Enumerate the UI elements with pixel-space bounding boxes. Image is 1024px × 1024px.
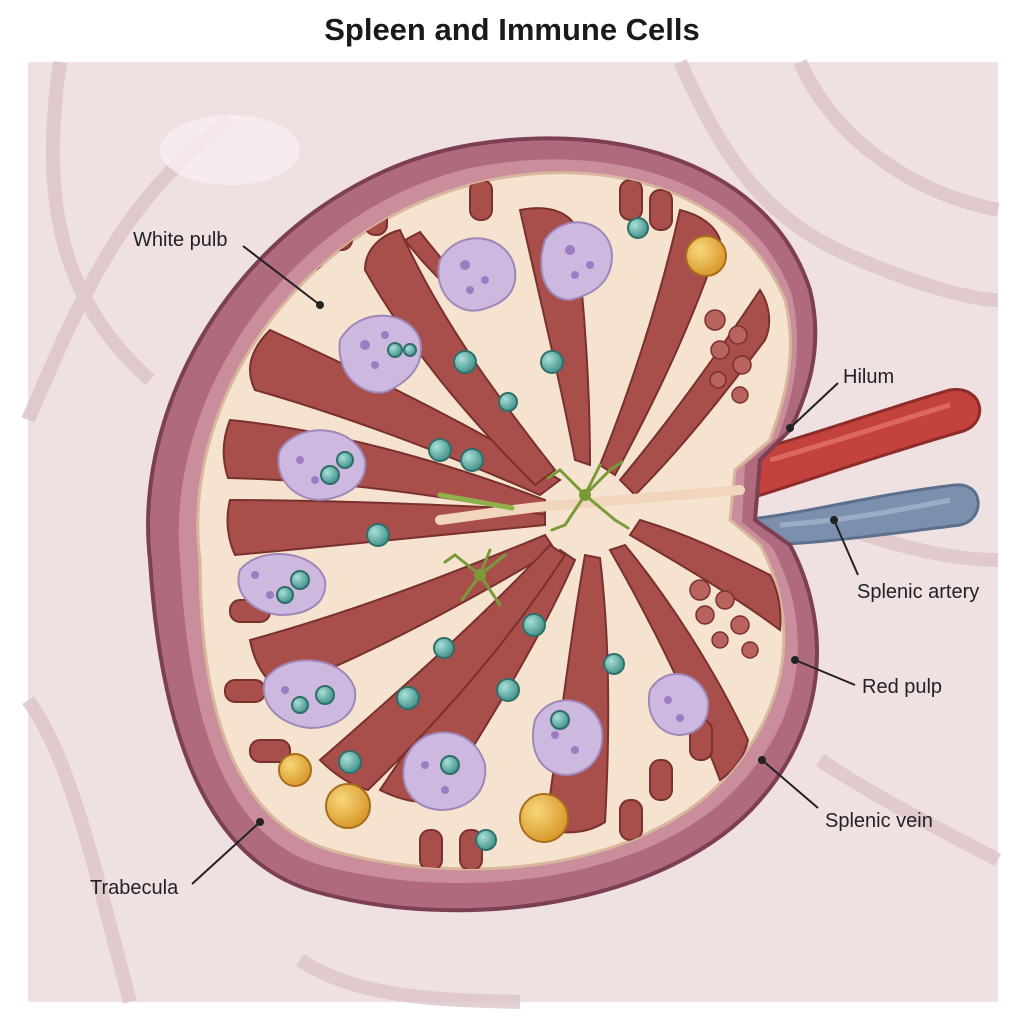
white-pulp-dots	[251, 245, 684, 794]
diagram-title: Spleen and Immune Cells	[324, 12, 700, 47]
sponge-region	[689, 309, 759, 659]
leader-splenic-artery	[833, 519, 859, 576]
leader-hilum	[789, 382, 839, 429]
leader-splenic-vein	[761, 759, 819, 809]
label-splenic-vein: Splenic vein	[825, 810, 933, 832]
dendritic-cell-1-body	[579, 489, 591, 501]
leader-red-pulp	[794, 659, 856, 686]
teal-immune-cells	[276, 217, 649, 851]
dendritic-cell-2-body	[474, 569, 486, 581]
leader-lines	[191, 245, 859, 885]
yellow-immune-cells	[278, 235, 727, 843]
label-red-pulp: Red pulp	[862, 676, 942, 698]
label-splenic-artery: Splenic artery	[857, 581, 979, 603]
central-arteriole	[435, 485, 745, 525]
leader-white-pulb	[242, 245, 321, 306]
label-white-pulb: White pulb	[133, 229, 228, 251]
splenic-vein-vessel	[737, 483, 980, 547]
white-pulp-lobules	[237, 221, 710, 812]
label-hilum: Hilum	[843, 366, 894, 388]
splenic-artery-vessel	[733, 388, 982, 502]
tissue-highlight	[160, 115, 300, 185]
leader-trabecula	[191, 821, 261, 885]
label-trabecula: Trabecula	[90, 877, 179, 899]
central-green-vessel	[437, 492, 515, 511]
